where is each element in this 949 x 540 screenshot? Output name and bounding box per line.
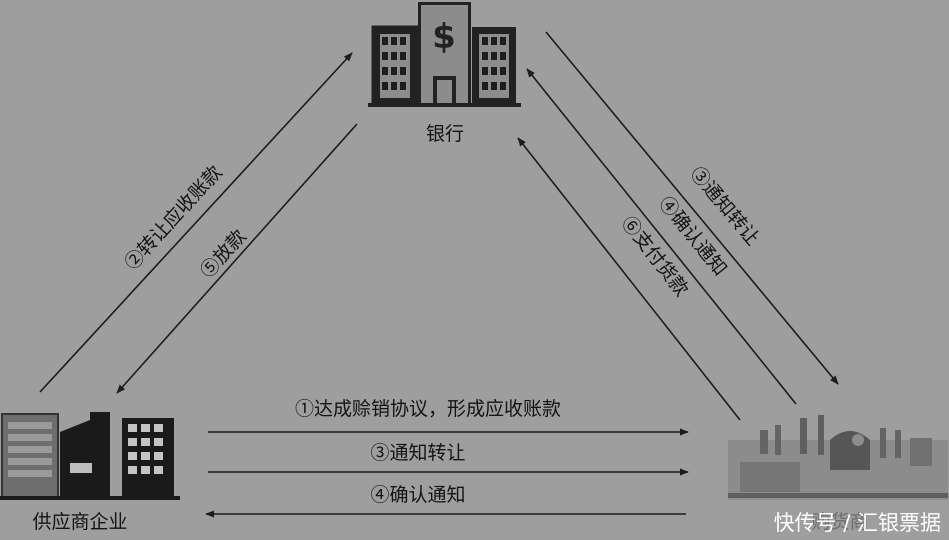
arrow-confirm-notice-right bbox=[526, 68, 797, 405]
supplier-factory-icon bbox=[0, 412, 180, 500]
bank-icon: $ bbox=[368, 2, 521, 107]
edge-label-1: ①达成赊销协议，形成应收账款 bbox=[295, 398, 561, 420]
supplier-label: 供应商企业 bbox=[32, 511, 127, 533]
arrow-notify-transfer-right bbox=[545, 31, 839, 385]
edge-label-4-bottom: ④确认通知 bbox=[370, 484, 465, 506]
arrow-loan bbox=[116, 123, 358, 394]
buyer-factory-icon bbox=[728, 415, 948, 500]
bank-label: 银行 bbox=[426, 123, 464, 145]
watermark: 快传号 / 汇银票据 bbox=[774, 511, 941, 535]
arrow-transfer-receivable bbox=[39, 52, 353, 393]
buyer-label: 购货商 bbox=[811, 511, 868, 533]
edge-label-3-bottom: ③通知转让 bbox=[370, 442, 465, 464]
dollar-sign: $ bbox=[432, 17, 456, 57]
arrow-payment bbox=[517, 137, 741, 421]
